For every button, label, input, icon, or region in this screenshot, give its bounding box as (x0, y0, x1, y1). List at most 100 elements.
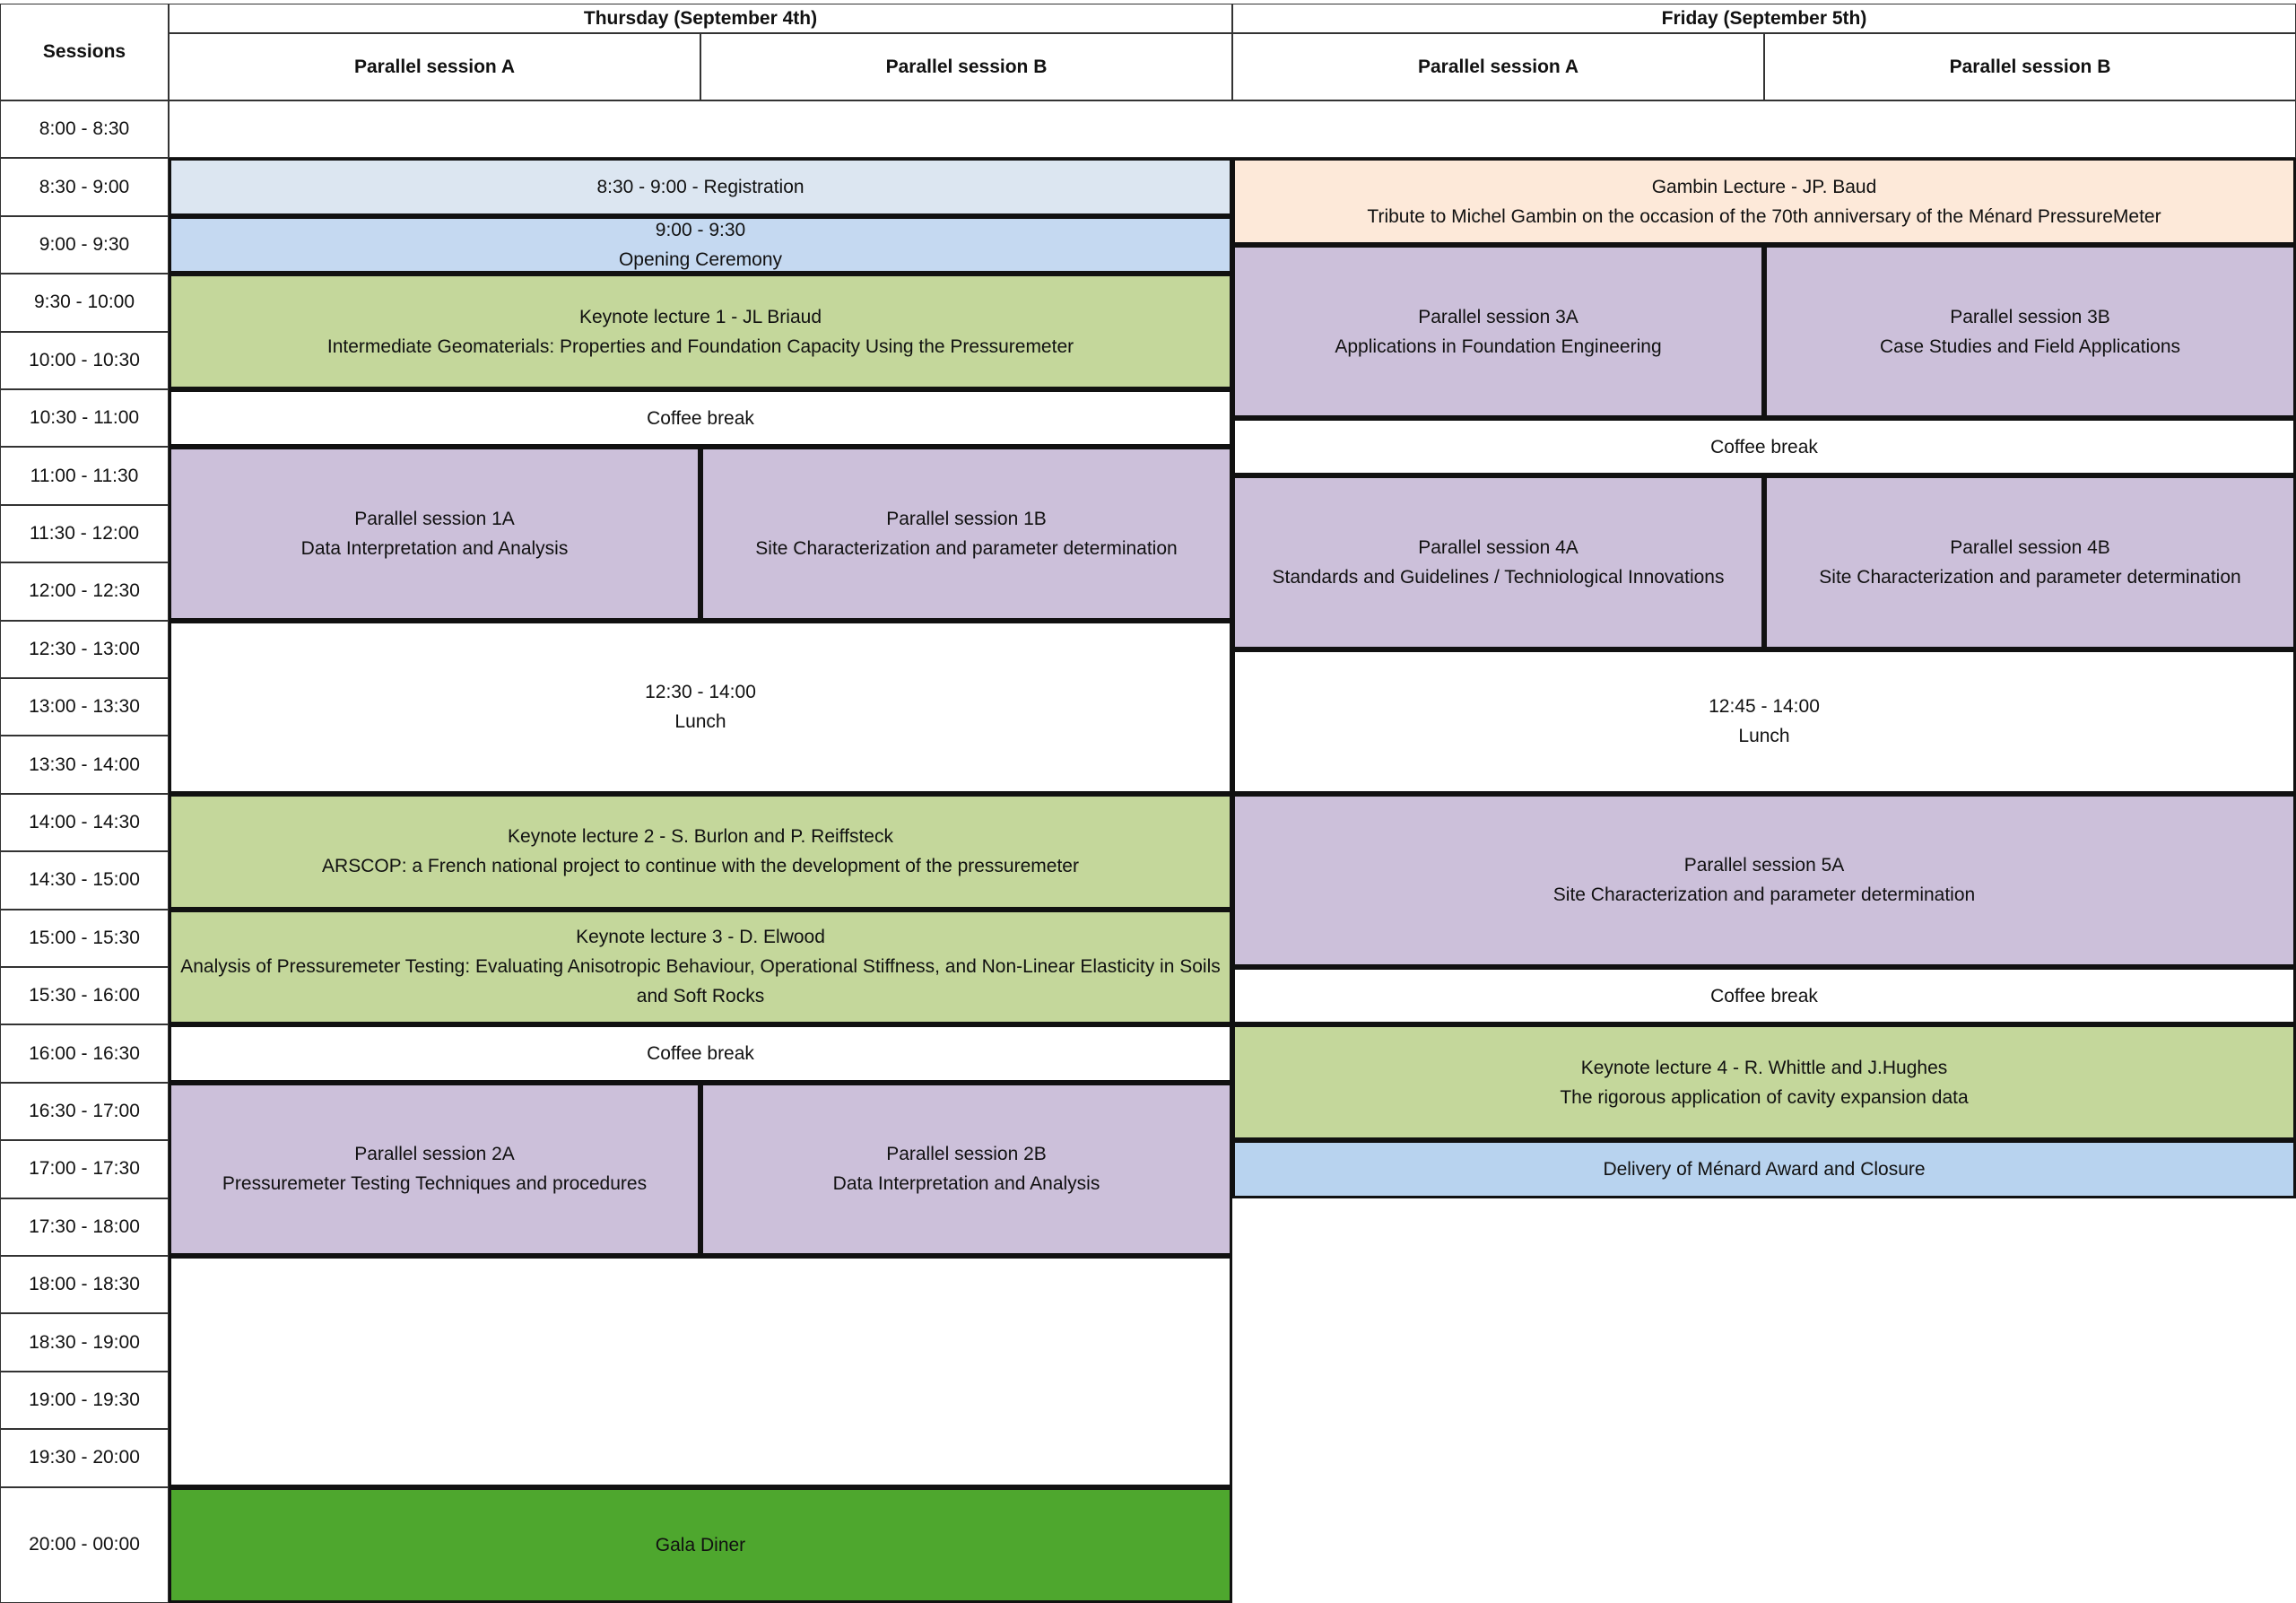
time-slot-label: 14:00 - 14:30 (29, 811, 140, 832)
day-title: Thursday (September 4th) (583, 7, 818, 29)
session-block-parallel-1a: Parallel session 1A Data Interpretation a… (169, 447, 700, 621)
column-header-thu-a: Parallel session A (169, 33, 700, 100)
block-title: Parallel session 2A (354, 1144, 515, 1165)
block-title: Parallel session 1A (354, 508, 515, 529)
time-slot: 16:00 - 16:30 (0, 1024, 169, 1083)
time-slot: 14:00 - 14:30 (0, 793, 169, 852)
time-slot: 15:00 - 15:30 (0, 909, 169, 967)
block-title: Coffee break (1710, 985, 1818, 1006)
session-block-coffee-1: Coffee break (169, 389, 1232, 448)
time-slot: 9:30 - 10:00 (0, 274, 169, 332)
session-block-parallel-2b: Parallel session 2B Data Interpretation a… (700, 1082, 1232, 1256)
block-subtitle: and Soft Rocks (636, 986, 765, 1007)
block-title: 8:30 - 9:00 - Registration (596, 177, 804, 198)
session-block-parallel-2a: Parallel session 2A Pressuremeter Testing… (169, 1082, 700, 1256)
time-slot-label: 13:00 - 13:30 (29, 696, 140, 718)
time-slot-label: 13:30 - 14:00 (29, 754, 140, 775)
time-slot: 13:00 - 13:30 (0, 678, 169, 736)
block-subtitle: ARSCOP: a French national project to con… (322, 856, 1079, 877)
column-title: Parallel session A (1418, 56, 1578, 77)
day-title: Friday (September 5th) (1661, 7, 1867, 29)
time-slot: 19:00 - 19:30 (0, 1371, 169, 1430)
block-subtitle: Site Characterization and parameter dete… (1819, 566, 2241, 588)
block-subtitle: Pressuremeter Testing Techniques and pro… (222, 1173, 648, 1195)
block-title: Parallel session 4A (1418, 536, 1578, 558)
block-title: Parallel session 1B (886, 508, 1047, 529)
column-title: Parallel session B (1949, 56, 2111, 77)
time-slot-label: 19:00 - 19:30 (29, 1389, 140, 1410)
time-slot-label: 17:30 - 18:00 (29, 1215, 140, 1237)
time-slot-label: 17:00 - 17:30 (29, 1158, 140, 1180)
block-title: Gambin Lecture - JP. Baud (1651, 176, 1877, 197)
time-slot-label: 12:30 - 13:00 (29, 638, 140, 659)
column-header-thu-b: Parallel session B (700, 33, 1232, 100)
time-slot-label: 10:00 - 10:30 (29, 349, 140, 370)
block-subtitle: Data Interpretation and Analysis (832, 1173, 1100, 1195)
column-header-fri-b: Parallel session B (1764, 33, 2296, 100)
block-subtitle: Data Interpretation and Analysis (300, 537, 569, 559)
time-slot-label: 18:30 - 19:00 (29, 1331, 140, 1353)
block-title: Coffee break (647, 1043, 754, 1065)
time-slot: 11:30 - 12:00 (0, 504, 169, 563)
sessions-label: Sessions (42, 41, 126, 62)
time-slot-label: 10:30 - 11:00 (29, 407, 140, 429)
time-slot-label: 14:30 - 15:00 (29, 869, 140, 891)
time-slot: 17:30 - 18:00 (0, 1198, 169, 1256)
time-slot-label: 15:00 - 15:30 (29, 927, 140, 948)
block-title: Keynote lecture 1 - JL Briaud (578, 306, 822, 327)
column-title: Parallel session B (885, 56, 1048, 77)
time-slot-label: 9:00 - 9:30 (39, 233, 130, 255)
time-slot: 18:00 - 18:30 (0, 1256, 169, 1314)
block-title: 12:45 - 14:00 (1709, 696, 1820, 718)
time-slot-label: 11:30 - 12:00 (29, 522, 140, 544)
time-slot: 18:30 - 19:00 (0, 1313, 169, 1372)
time-slot: 17:00 - 17:30 (0, 1140, 169, 1198)
time-slot: 12:30 - 13:00 (0, 620, 169, 678)
time-slot: 19:30 - 20:00 (0, 1429, 169, 1487)
session-block-coffee-3: Coffee break (1232, 418, 2296, 476)
block-title: 12:30 - 14:00 (645, 682, 756, 703)
time-slot: 15:30 - 16:00 (0, 967, 169, 1025)
block-title: Keynote lecture 2 - S. Burlon and P. Rei… (508, 826, 893, 848)
block-title: Parallel session 2B (886, 1144, 1047, 1165)
session-block-coffee-2: Coffee break (169, 1024, 1232, 1083)
block-subtitle: Intermediate Geomaterials: Properties an… (326, 335, 1074, 357)
empty-row-8-00 (169, 100, 2296, 158)
block-title: Keynote lecture 4 - R. Whittle and J.Hug… (1580, 1057, 1948, 1078)
block-subtitle: Opening Ceremony (618, 249, 783, 270)
time-slot: 20:00 - 00:00 (0, 1486, 169, 1603)
time-slot-label: 19:30 - 20:00 (29, 1447, 140, 1468)
time-slot-label: 15:30 - 16:00 (29, 985, 140, 1006)
time-slot-label: 8:00 - 8:30 (39, 118, 130, 140)
block-title: Gala Diner (655, 1534, 746, 1555)
block-title: Coffee break (647, 407, 754, 429)
block-title: Parallel session 5A (1683, 855, 1845, 876)
block-subtitle: Lunch (1738, 726, 1790, 747)
block-title: Parallel session 4B (1950, 536, 2110, 558)
block-subtitle: Lunch (674, 711, 726, 733)
block-title: Parallel session 3B (1950, 306, 2110, 327)
block-title: Coffee break (1710, 436, 1818, 457)
day-header-thursday: Thursday (September 4th) (169, 4, 1232, 33)
time-slot: 14:30 - 15:00 (0, 851, 169, 910)
time-slot: 8:30 - 9:00 (0, 158, 169, 216)
time-slot: 11:00 - 11:30 (0, 447, 169, 505)
block-title: Keynote lecture 3 - D. Elwood (576, 927, 825, 948)
session-block-keynote-2: Keynote lecture 2 - S. Burlon and P. Rei… (169, 793, 1232, 910)
time-slot: 12:00 - 12:30 (0, 562, 169, 621)
time-slot-label: 12:00 - 12:30 (29, 580, 140, 602)
column-title: Parallel session A (354, 56, 515, 77)
time-slot-label: 18:00 - 18:30 (29, 1274, 140, 1295)
block-subtitle: Case Studies and Field Applications (1879, 335, 2181, 357)
time-slot: 13:30 - 14:00 (0, 736, 169, 794)
block-subtitle: Applications in Foundation Engineering (1335, 335, 1662, 357)
time-slot: 16:30 - 17:00 (0, 1082, 169, 1141)
time-slot: 8:00 - 8:30 (0, 100, 169, 159)
